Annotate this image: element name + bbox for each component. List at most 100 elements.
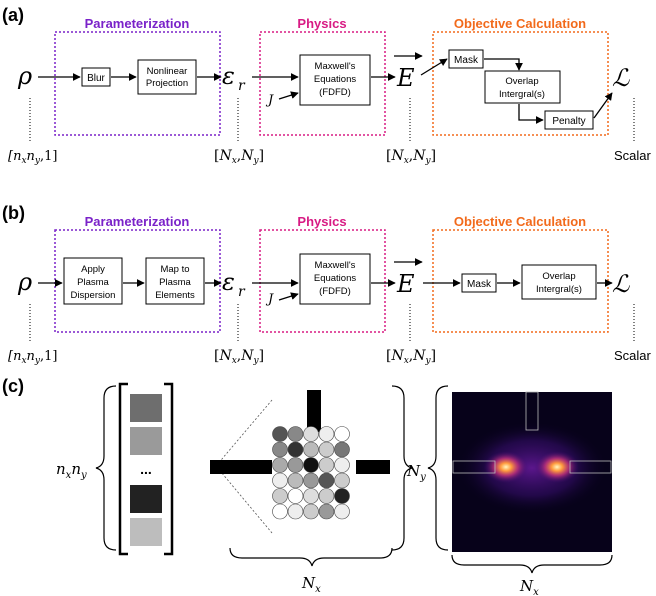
apply-line-1: Apply	[81, 264, 105, 275]
field-halo	[457, 422, 607, 514]
plasma-element	[303, 472, 319, 489]
map-line-3: Elements	[155, 290, 195, 301]
plasma-element	[334, 488, 350, 504]
e-symbol: E	[396, 64, 415, 92]
e-symbol: E	[396, 270, 415, 298]
maxwell-line-1: Maxwell's	[315, 260, 356, 271]
design-region	[210, 390, 390, 520]
dim-rho: [nxny,1]	[8, 349, 57, 366]
penalty-box	[544, 110, 594, 130]
maxwell-line-2: Equations	[314, 273, 357, 284]
panel-label: (c)	[2, 376, 24, 396]
field-width-label: Nx	[519, 577, 539, 596]
maxwell-line-2: Equations	[314, 74, 357, 85]
waveguide-top	[307, 390, 321, 432]
parameterization-title: Parameterization	[85, 214, 190, 229]
maxwell-box	[299, 253, 371, 305]
dim-loss: Scalar	[614, 148, 652, 163]
panel-c: (c) nxny ... Nx Ny	[2, 376, 613, 596]
vector-brace	[95, 385, 117, 551]
maxwell-line-3: (FDFD)	[319, 286, 351, 297]
eps-symbol: ε	[222, 62, 235, 90]
plasma-element	[334, 503, 350, 520]
mask-box	[461, 273, 497, 293]
grid-width-brace	[229, 547, 393, 567]
loss-symbol: ℒ	[612, 270, 630, 298]
zoom-guide	[215, 399, 273, 534]
plasma-element	[272, 488, 288, 504]
plasma-element	[334, 472, 350, 489]
vector-cell	[130, 518, 162, 546]
plasma-element	[303, 488, 319, 504]
plasma-element	[272, 472, 288, 489]
plasma-element	[318, 503, 335, 520]
arrow	[518, 104, 544, 124]
rho-symbol: ρ	[17, 62, 32, 90]
field-waveguide-top	[525, 391, 539, 431]
plasma-element	[318, 488, 335, 504]
objective-title: Objective Calculation	[454, 16, 586, 31]
plasma-element	[318, 426, 335, 442]
maxwell-box	[299, 54, 371, 106]
map-plasma-box	[145, 257, 205, 305]
plasma-element	[287, 441, 304, 458]
dim-e: [Nx,Ny]	[386, 148, 436, 166]
plasma-element	[287, 457, 304, 473]
field-image	[452, 391, 612, 552]
dim-e: [Nx,Ny]	[386, 348, 436, 366]
plasma-element	[318, 457, 335, 473]
parameterization-title: Parameterization	[85, 16, 190, 31]
overlap-line-1: Overlap	[542, 271, 575, 282]
penalty-label: Penalty	[552, 116, 585, 127]
plasma-element	[272, 457, 288, 473]
panel-label: (a)	[2, 5, 24, 25]
maxwell-line-1: Maxwell's	[315, 61, 356, 72]
arrow	[278, 292, 299, 301]
dim-loss: Scalar	[614, 348, 652, 363]
loss-symbol: ℒ	[612, 64, 630, 92]
map-line-2: Plasma	[159, 277, 191, 288]
eps-subscript: r	[238, 78, 246, 94]
arrow	[593, 92, 613, 119]
arrow	[484, 58, 523, 71]
plasma-element	[318, 441, 335, 458]
grid-width-label: Nx	[301, 574, 321, 595]
height-brace-left	[391, 385, 413, 551]
plasma-element	[334, 457, 350, 473]
dim-eps: [Nx,Ny]	[214, 148, 264, 166]
hotspot-left	[484, 451, 528, 483]
source-j: J	[265, 292, 274, 307]
dim-rho: [nxny,1]	[8, 149, 57, 166]
plasma-element	[303, 426, 319, 442]
arrow	[278, 91, 299, 100]
overlap-box	[484, 70, 561, 104]
waveguide-right	[356, 460, 390, 474]
vector-bracket-left	[118, 382, 128, 556]
panel-b: (b) Parameterization Apply Plasma Disper…	[2, 203, 652, 366]
physics-title: Physics	[297, 16, 346, 31]
plasma-grid	[272, 426, 350, 520]
map-line-1: Map to	[160, 264, 189, 275]
height-brace-right	[427, 385, 449, 551]
projection-label: Projection	[146, 78, 188, 89]
plasma-element	[272, 503, 288, 520]
eps-subscript: r	[238, 284, 246, 300]
plasma-element	[287, 426, 304, 442]
plasma-element	[287, 488, 304, 504]
objective-title: Objective Calculation	[454, 214, 586, 229]
panel-label: (b)	[2, 203, 25, 223]
apply-plasma-box	[63, 257, 123, 305]
apply-line-3: Dispersion	[71, 290, 116, 301]
parameterization-group	[54, 31, 221, 136]
panel-a: (a) Parameterization Blur Nonlinear Proj…	[2, 5, 652, 166]
apply-line-2: Plasma	[77, 277, 109, 288]
field-waveguide-right	[569, 460, 612, 474]
field-width-brace	[451, 554, 613, 574]
blur-label: Blur	[87, 73, 105, 84]
eps-symbol: ε	[222, 268, 235, 296]
vector-bracket-right	[164, 382, 174, 556]
physics-group	[259, 31, 386, 136]
plasma-element	[303, 457, 319, 473]
plasma-element	[303, 503, 319, 520]
